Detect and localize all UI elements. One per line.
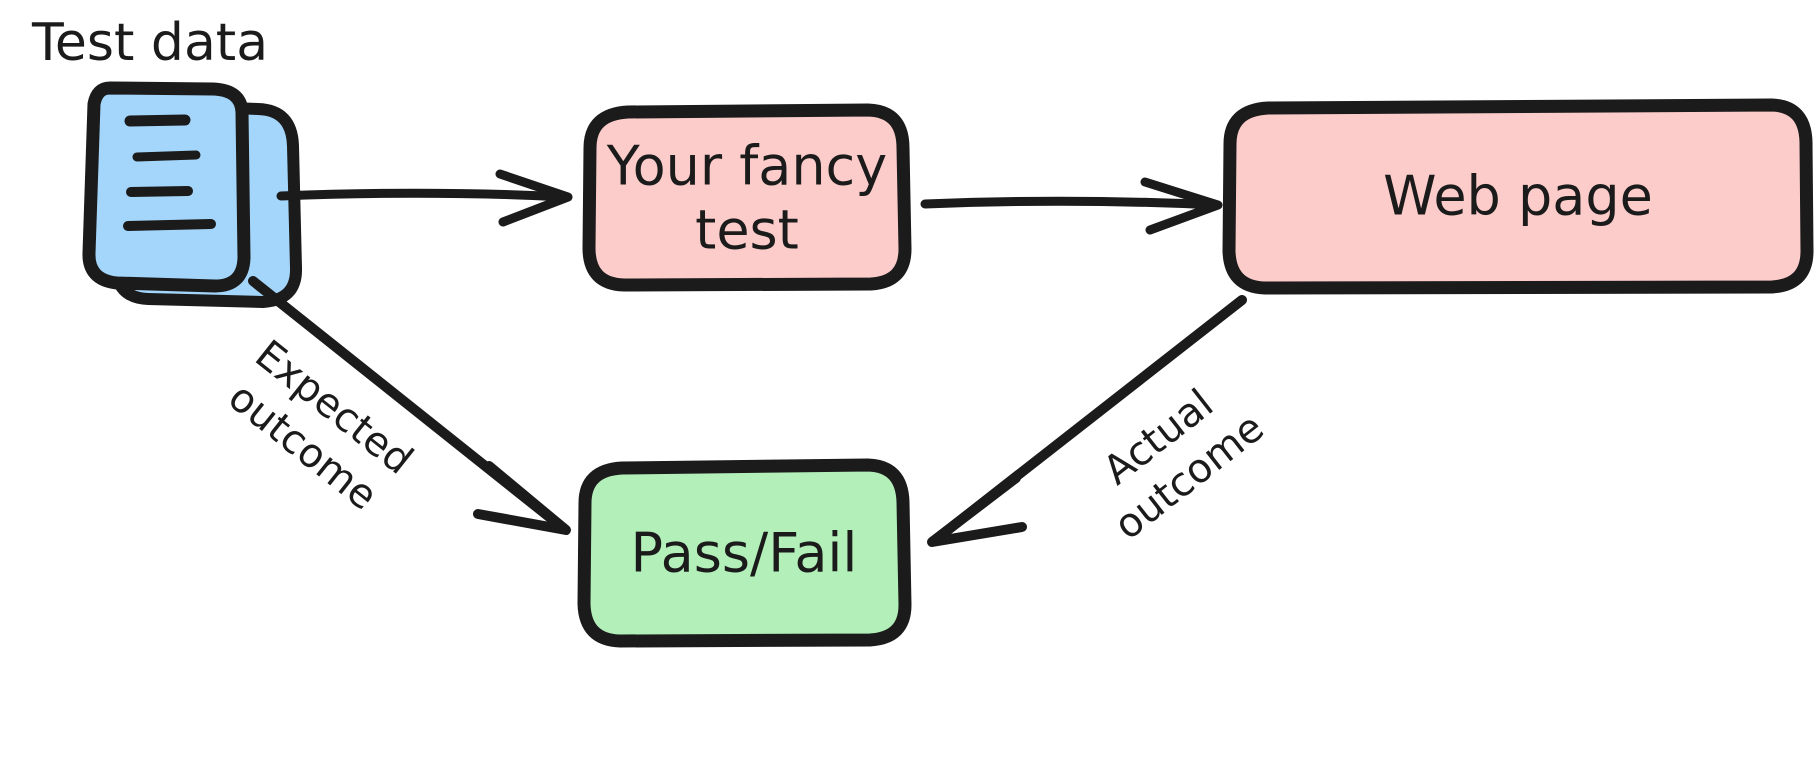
edge-your-fancy-test-to-web-page xyxy=(920,177,1223,235)
edge-line xyxy=(920,196,1221,210)
arrowhead xyxy=(473,461,571,535)
document-line-3 xyxy=(126,186,193,197)
your-fancy-test-label-line1: Your fancy xyxy=(606,135,887,198)
document-line-4 xyxy=(123,219,216,231)
arrowhead xyxy=(495,169,573,227)
edge-web-page-to-pass-fail: Actual outcome xyxy=(927,295,1273,549)
node-pass-fail[interactable]: Pass/Fail xyxy=(577,458,912,648)
edge-test-data-to-pass-fail: Expected outcome xyxy=(220,276,571,535)
edge-label-actual-outcome: Actual outcome xyxy=(1095,381,1273,549)
edge-test-data-to-your-fancy-test xyxy=(276,169,573,227)
your-fancy-test-box xyxy=(582,103,912,292)
node-test-data[interactable] xyxy=(82,81,302,308)
arrowhead xyxy=(927,473,1027,547)
edge-label-expected-outcome: Expected outcome xyxy=(220,332,421,520)
web-page-label: Web page xyxy=(1383,165,1653,228)
your-fancy-test-label-line2: test xyxy=(695,199,799,262)
arrowhead xyxy=(1140,177,1223,235)
pass-fail-label: Pass/Fail xyxy=(631,522,858,585)
node-your-fancy-test[interactable]: Your fancy test xyxy=(582,103,912,292)
test-data-title: Test data xyxy=(31,13,268,73)
document-line-1 xyxy=(124,114,191,127)
node-web-page[interactable]: Web page xyxy=(1222,98,1814,295)
pass-fail-box xyxy=(577,458,912,648)
edge-line xyxy=(276,188,571,202)
document-line-2 xyxy=(132,150,201,162)
web-page-box xyxy=(1222,98,1814,295)
